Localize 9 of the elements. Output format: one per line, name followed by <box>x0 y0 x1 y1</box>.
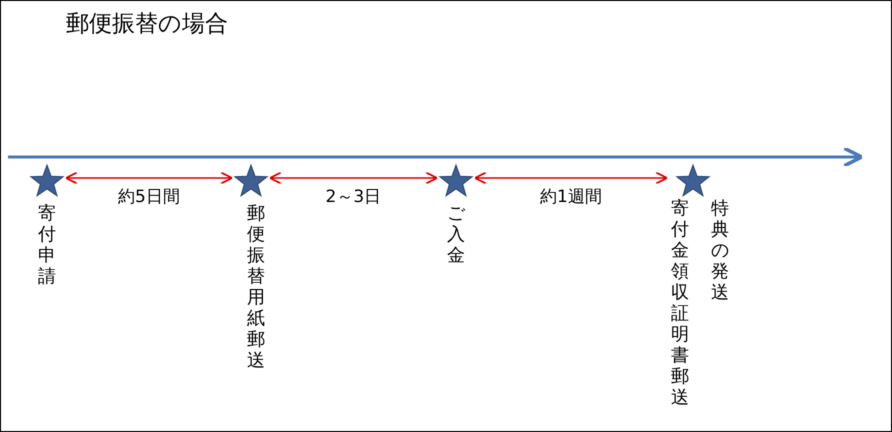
step-label: 寄付金領収証明書郵送 <box>670 198 690 408</box>
step-label: 郵便振替用紙郵送 <box>246 203 266 371</box>
step-label: 特典の発送 <box>710 198 730 303</box>
double-arrow <box>474 172 668 184</box>
step-label: 寄付申請 <box>37 203 57 287</box>
double-arrow <box>64 172 234 184</box>
double-arrow <box>268 172 438 184</box>
step-label: ご入金 <box>446 203 466 266</box>
title: 郵便振替の場合 <box>66 10 228 39</box>
